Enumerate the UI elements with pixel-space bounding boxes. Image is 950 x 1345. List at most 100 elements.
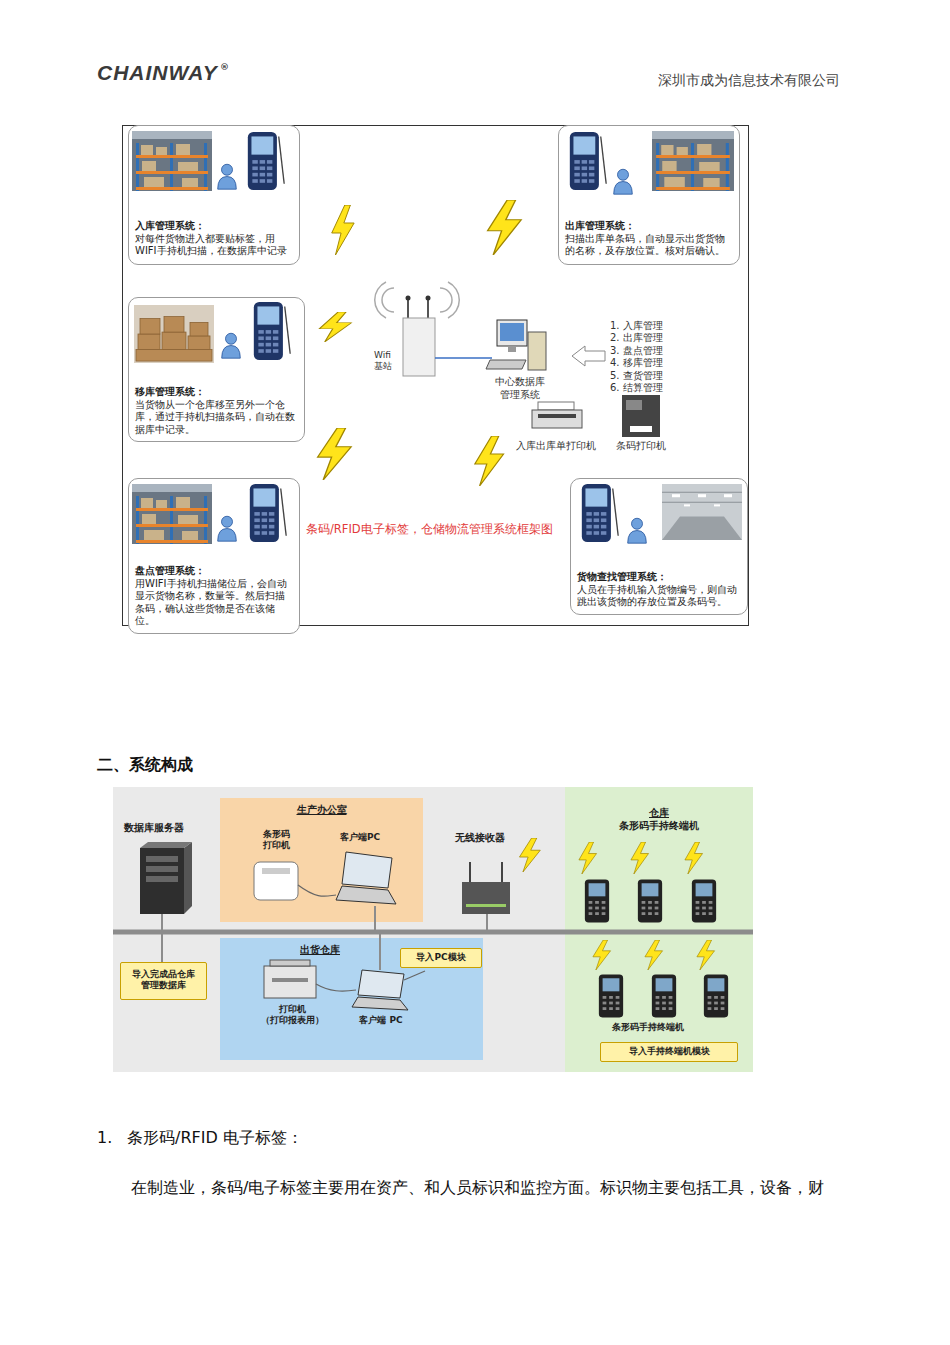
network-bus	[113, 930, 753, 935]
box-heading: 货物查找管理系统：	[577, 571, 742, 584]
box-heading: 导入PC模块	[403, 952, 479, 963]
client-laptop	[336, 852, 396, 904]
device-label: 中心数据库 管理系统	[484, 376, 556, 401]
lightning-bolt	[488, 200, 522, 255]
device-label: 客户端PC	[340, 832, 380, 843]
database-computer	[486, 320, 546, 370]
text-wrapper: 出货仓库	[300, 944, 393, 957]
box-body: 对每件货物进入都要贴标签，用WIFI手持机扫描，在数据库中记录	[135, 233, 294, 258]
lightning-bolt	[697, 940, 715, 970]
handheld-icon	[248, 132, 284, 190]
person-icon	[218, 164, 237, 189]
report-printer	[264, 960, 316, 998]
device-label: 打印机 （打印报表用）	[250, 1004, 334, 1027]
person-icon	[628, 518, 647, 543]
list-item: 5. 查货管理	[610, 370, 663, 383]
handheld-terminal	[638, 880, 662, 923]
shipping-region: 出货仓库导入PC模块	[220, 938, 483, 1060]
hall-photo	[662, 484, 742, 540]
bus-drops	[162, 906, 487, 970]
handheld-terminal	[704, 975, 728, 1018]
box-heading: 导入手持终端机模块	[603, 1046, 735, 1057]
module-pictures	[132, 131, 742, 544]
printer-cable	[316, 984, 356, 991]
device-label: 无线接收器	[455, 832, 505, 845]
box-heading: 移库管理系统：	[135, 386, 299, 399]
device-label: 条形码 打印机	[255, 829, 297, 852]
handheld-terminals	[579, 842, 728, 1017]
module-cable	[404, 971, 425, 980]
logo-text: CHAINWAY	[97, 60, 218, 86]
shelf-photo	[132, 131, 212, 191]
device-label: 条形码手持终端机	[612, 1022, 684, 1033]
text-wrapper: 仓库条形码手持终端机	[569, 807, 749, 832]
device-label: 客户端 PC	[358, 1015, 404, 1026]
text-wrapper: 导入完成品仓库 管理数据库	[125, 969, 202, 992]
device-label: 数据库服务器	[124, 822, 184, 835]
box-heading: 出货仓库	[300, 944, 393, 957]
box-body: 用WIFI手持机扫描储位后，会自动显示货物名称，数量等。然后扫描条码，确认这些货…	[135, 578, 294, 628]
lightning-bolt	[631, 842, 649, 874]
figure-panel	[113, 787, 753, 1072]
person-icon	[222, 333, 241, 358]
shelf-photo	[132, 484, 212, 544]
network-cable	[435, 357, 492, 359]
lightning-bolt	[685, 842, 703, 874]
registered-mark: ®	[220, 62, 229, 73]
body-text: 在制造业，条码/电子标签主要用在资产、和人员标识和监控方面。标识物主要包括工具，…	[131, 1178, 824, 1198]
list-item: 2. 出库管理	[610, 332, 663, 345]
list-item: 6. 结算管理	[610, 382, 663, 395]
box-heading: 生产办公室	[224, 804, 419, 817]
text-wrapper: 移库管理系统：当货物从一个仓库移至另外一个仓库，通过手持机扫描条码，自动在数据库…	[135, 386, 299, 436]
text-wrapper: 导入手持终端机模块	[603, 1046, 735, 1057]
lightning-bolt	[475, 436, 504, 486]
device-label: 入库出库单打印机	[516, 440, 596, 452]
lightning-bolts	[318, 200, 522, 486]
box-heading: 盘点管理系统：	[135, 565, 294, 578]
handheld-icon	[570, 132, 606, 190]
printer-cable	[298, 885, 336, 896]
handheld-icon	[254, 302, 290, 360]
handheld-terminal	[585, 880, 609, 923]
box-heading: 仓库	[569, 807, 749, 820]
list-item: 1. 入库管理	[610, 320, 663, 333]
handheld-terminal	[599, 975, 623, 1018]
text-wrapper: 入库管理系统：对每件货物进入都要贴标签，用WIFI手持机扫描，在数据库中记录	[135, 220, 294, 258]
database-server	[140, 842, 192, 914]
text-wrapper: 导入PC模块	[403, 952, 479, 963]
lightning-bolt	[579, 842, 597, 874]
lightning-bolt	[318, 428, 352, 480]
lightning-bolt	[645, 940, 663, 970]
box-heading: 出库管理系统：	[565, 220, 734, 233]
text-wrapper: 生产办公室	[224, 804, 419, 817]
module-note: 导入完成品仓库 管理数据库	[120, 962, 207, 1000]
wifi-base-station	[375, 282, 460, 376]
carton-photo	[134, 305, 214, 363]
lightning-bolt	[332, 205, 354, 255]
person-icon	[614, 169, 633, 194]
text-wrapper: 出库管理系统：扫描出库单条码，自动显示出货货物的名称，及存放位置。核对后确认。	[565, 220, 734, 258]
hollow-arrow	[572, 346, 605, 366]
handheld-icon	[250, 484, 286, 542]
lightning-bolt	[519, 838, 540, 872]
handheld-terminal	[652, 975, 676, 1018]
figure-caption: 条码/RFID电子标签，仓储物流管理系统框架图	[304, 522, 555, 536]
shelf-photo	[652, 131, 734, 191]
box-body: 当货物从一个仓库移至另外一个仓库，通过手持机扫描条码，自动在数据库中记录。	[135, 399, 299, 437]
dot-matrix-printer	[532, 402, 582, 428]
wireless-receiver	[462, 862, 510, 914]
list-item: 3. 盘点管理	[610, 345, 663, 358]
box-body: 条形码手持终端机	[569, 820, 749, 833]
device-label: 条码打印机	[616, 440, 666, 452]
list-item: 4. 移库管理	[610, 357, 663, 370]
handheld-icon	[582, 484, 618, 542]
barcode-printer	[622, 395, 660, 437]
handheld-terminal	[692, 880, 716, 923]
lightning-bolt	[319, 312, 351, 342]
text-wrapper: 盘点管理系统：用WIFI手持机扫描储位后，会自动显示货物名称，数量等。然后扫描条…	[135, 565, 294, 628]
device-label: Wifi 基站	[374, 350, 398, 373]
module-note: 导入PC模块	[400, 948, 482, 968]
company-name: 深圳市成为信息技术有限公司	[658, 72, 840, 90]
box-body: 扫描出库单条码，自动显示出货货物的名称，及存放位置。核对后确认。	[565, 233, 734, 258]
